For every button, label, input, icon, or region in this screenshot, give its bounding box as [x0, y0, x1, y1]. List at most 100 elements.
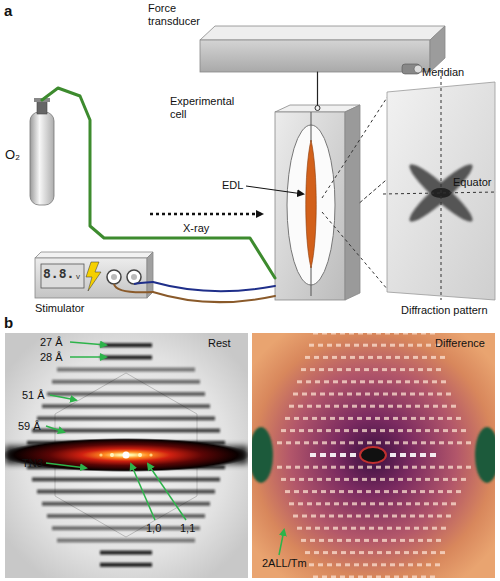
layer-line — [370, 405, 375, 408]
layer-line — [290, 478, 295, 481]
layer-line — [441, 380, 446, 383]
layer-line — [349, 441, 354, 444]
layer-line — [339, 417, 344, 420]
layer-line — [388, 405, 393, 408]
layer-line — [368, 551, 373, 554]
layer-line — [391, 368, 396, 371]
layer-line — [452, 429, 457, 432]
layer-line — [356, 393, 361, 396]
layer-line — [367, 441, 372, 444]
annotation-label: EDL — [222, 179, 243, 192]
equatorial-reflection — [350, 453, 356, 457]
layer-line — [405, 380, 410, 383]
equatorial-reflection — [320, 453, 326, 457]
layer-line — [307, 405, 312, 408]
layer-line — [351, 527, 356, 530]
layer-line — [385, 441, 390, 444]
layer-line — [456, 490, 461, 493]
transducer-body — [200, 26, 445, 74]
layer-line — [420, 417, 425, 420]
layer-line — [404, 356, 409, 359]
layer-line — [411, 490, 416, 493]
layer-line — [326, 478, 331, 481]
layer-line — [32, 477, 220, 481]
layer-line — [429, 490, 434, 493]
layer-line — [322, 466, 327, 469]
layer-line — [387, 527, 392, 530]
equatorial-reflection — [390, 453, 396, 457]
layer-line — [392, 393, 397, 396]
layer-line — [314, 551, 319, 554]
layer-line — [322, 333, 327, 335]
layer-line — [298, 405, 303, 408]
layer-line — [403, 441, 408, 444]
layer-line — [432, 527, 437, 530]
layer-line — [403, 576, 408, 579]
equatorial-reflection — [330, 453, 336, 457]
layer-line — [317, 478, 322, 481]
layer-line — [373, 539, 378, 542]
layer-line — [286, 441, 291, 444]
layer-line — [441, 527, 446, 530]
layer-line — [318, 563, 323, 566]
layer-line — [329, 515, 334, 518]
layer-line — [440, 551, 445, 554]
annotation-label: X-ray — [183, 222, 209, 235]
oxygen-tube — [42, 88, 275, 278]
layer-line — [358, 466, 363, 469]
layer-line — [398, 478, 403, 481]
layer-line — [350, 551, 355, 554]
layer-line — [422, 356, 427, 359]
layer-line — [399, 563, 404, 566]
layer-line — [285, 417, 290, 420]
layer-line — [402, 417, 407, 420]
layer-line — [301, 539, 306, 542]
layer-line — [302, 393, 307, 396]
layer-line — [430, 441, 435, 444]
layer-line — [344, 429, 349, 432]
layer-line — [373, 368, 378, 371]
layer-line — [367, 333, 372, 335]
layer-line — [328, 539, 333, 542]
layer-line — [331, 466, 336, 469]
layer-line — [395, 551, 400, 554]
layer-line — [309, 344, 314, 347]
layer-line — [329, 393, 334, 396]
electrode-wire — [153, 282, 275, 291]
layer-line — [303, 417, 308, 420]
layer-line — [342, 527, 347, 530]
layer-line — [390, 344, 395, 347]
layer-line — [313, 576, 318, 579]
layer-line — [369, 380, 374, 383]
annotation-label: 1,0 — [146, 522, 161, 535]
layer-line — [461, 429, 466, 432]
layer-line — [358, 333, 363, 335]
layer-line — [338, 515, 343, 518]
layer-line — [407, 478, 412, 481]
layer-line — [358, 576, 363, 579]
layer-line — [335, 429, 340, 432]
layer-line — [347, 393, 352, 396]
xray-beam — [150, 213, 262, 216]
layer-line — [432, 380, 437, 383]
layer-line — [374, 393, 379, 396]
layer-line — [410, 393, 415, 396]
layer-line — [289, 502, 294, 505]
layer-line — [322, 576, 327, 579]
layer-line — [305, 551, 310, 554]
layer-line — [315, 527, 320, 530]
layer-line — [387, 380, 392, 383]
layer-line — [437, 393, 442, 396]
layer-line — [362, 429, 367, 432]
layer-line — [304, 441, 309, 444]
layer-line — [313, 333, 318, 335]
layer-line — [391, 539, 396, 542]
layer-line — [316, 502, 321, 505]
layer-line — [47, 514, 205, 518]
layer-line — [312, 417, 317, 420]
layer-line — [371, 429, 376, 432]
layer-line — [37, 490, 215, 494]
layer-line — [394, 333, 399, 335]
node-text: Force transducer — [148, 2, 228, 27]
layer-line — [308, 478, 313, 481]
